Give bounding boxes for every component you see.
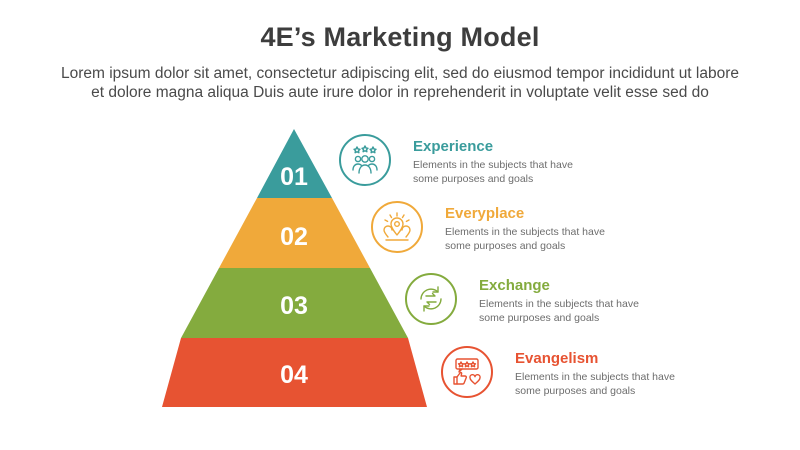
review-thumbs-up-icon: [441, 346, 493, 398]
stage-description-line-2: some purposes and goals: [479, 312, 600, 324]
page-subtitle: Lorem ipsum dolor sit amet, consectetur …: [20, 64, 780, 102]
stage-description-line-1: Elements in the subjects that have: [515, 371, 675, 383]
stage-description-line-2: some purposes and goals: [515, 385, 636, 397]
stage-title: Everyplace: [445, 205, 525, 222]
pyramid-layer-1: [257, 129, 332, 198]
stage-description: Elements in the subjects that have some …: [413, 158, 603, 186]
page-title: 4E’s Marketing Model: [260, 22, 540, 52]
pyramid-layer-3-number: 03: [280, 292, 308, 320]
stage-title: Evangelism: [515, 350, 599, 367]
pyramid-layer-3: [181, 268, 408, 338]
stage-description-line-1: Elements in the subjects that have: [445, 226, 605, 238]
pyramid-layer-4-number: 04: [280, 361, 308, 389]
stage-description: Elements in the subjects that have some …: [479, 297, 669, 325]
stage-title: Exchange: [479, 277, 550, 294]
pyramid-layer-2: [219, 198, 370, 268]
pyramid-layer-1-number: 01: [280, 163, 308, 191]
subtitle-line-2: et dolore magna aliqua Duis aute irure d…: [91, 84, 709, 101]
people-rating-icon: [339, 134, 391, 186]
stage-description-line-1: Elements in the subjects that have: [479, 298, 639, 310]
pyramid-layer-4: [162, 338, 427, 407]
stage-description: Elements in the subjects that have some …: [445, 225, 635, 253]
stage-description-line-2: some purposes and goals: [445, 240, 566, 252]
stage-description: Elements in the subjects that have some …: [515, 370, 705, 398]
stage-description-line-1: Elements in the subjects that have: [413, 159, 573, 171]
location-pins-icon: [371, 201, 423, 253]
subtitle-line-1: Lorem ipsum dolor sit amet, consectetur …: [60, 65, 740, 82]
stage-description-line-2: some purposes and goals: [413, 173, 534, 185]
exchange-arrows-icon: [405, 273, 457, 325]
stage-title: Experience: [413, 138, 494, 155]
pyramid-layer-2-number: 02: [280, 223, 308, 251]
